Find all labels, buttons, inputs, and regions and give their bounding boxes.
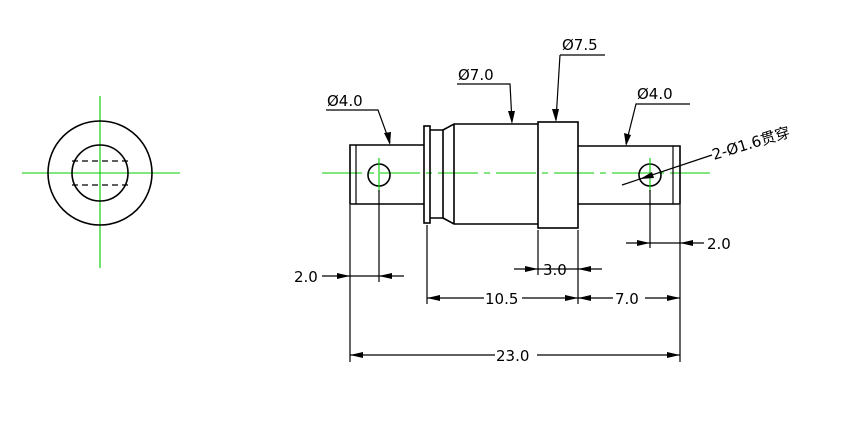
- end-view-inner-circle: [71, 144, 129, 202]
- chamfer-ring: [430, 129, 444, 219]
- dim-text-right-length: 7.0: [615, 290, 639, 308]
- left-shaft: [349, 144, 424, 205]
- label-right-diameter: Ø4.0: [637, 85, 673, 103]
- leader-left-diameter: [326, 109, 391, 144]
- arrow-right-hole-a: [637, 240, 650, 246]
- leader-body-diameter: [457, 83, 513, 123]
- arrow-right-hole-b: [680, 240, 693, 246]
- label-body-diameter: Ø7.0: [458, 66, 494, 84]
- right-shaft: [578, 145, 681, 205]
- arrow-collar-a: [525, 266, 538, 272]
- arrow-body-a: [427, 295, 440, 301]
- arrow-holes-callout: [640, 172, 654, 179]
- arrow-total-b: [667, 352, 680, 358]
- diameter-callouts: Ø4.0 Ø7.0 Ø7.5 Ø4.0 2-Ø1.6贯穿: [326, 36, 792, 186]
- arrow-left-hole-a: [337, 273, 350, 279]
- collar: [537, 121, 579, 229]
- side-view: [322, 121, 712, 229]
- arrow-right-diameter: [624, 133, 631, 146]
- arrow-left-diameter: [384, 132, 391, 145]
- leader-right-diameter: [625, 103, 690, 145]
- label-left-diameter: Ø4.0: [327, 92, 363, 110]
- end-view-outer-circle: [47, 120, 153, 226]
- label-collar-diameter: Ø7.5: [562, 36, 598, 54]
- arrow-collar-diameter: [552, 109, 559, 122]
- arrow-body-b: [565, 295, 578, 301]
- arrow-collar-b: [578, 266, 591, 272]
- leader-holes-callout: [621, 154, 713, 186]
- linear-dimensions: 2.0 2.0 3.0 10.5 7.0 23.0: [294, 190, 731, 365]
- end-view: [22, 96, 180, 268]
- leader-collar-diameter: [555, 54, 605, 121]
- arrow-total-a: [350, 352, 363, 358]
- dim-text-body: 10.5: [485, 290, 518, 308]
- label-holes-callout: 2-Ø1.6贯穿: [710, 123, 792, 164]
- arrow-body-diameter: [508, 111, 515, 124]
- dim-text-left-hole: 2.0: [294, 268, 318, 286]
- dim-text-right-hole: 2.0: [707, 235, 731, 253]
- main-body: [442, 123, 538, 225]
- arrow-right-length-a: [578, 295, 591, 301]
- arrow-right-length-b: [667, 295, 680, 301]
- dim-text-total: 23.0: [496, 347, 529, 365]
- arrow-left-hole-b: [379, 273, 392, 279]
- flange: [423, 125, 431, 224]
- dim-text-collar: 3.0: [543, 261, 567, 279]
